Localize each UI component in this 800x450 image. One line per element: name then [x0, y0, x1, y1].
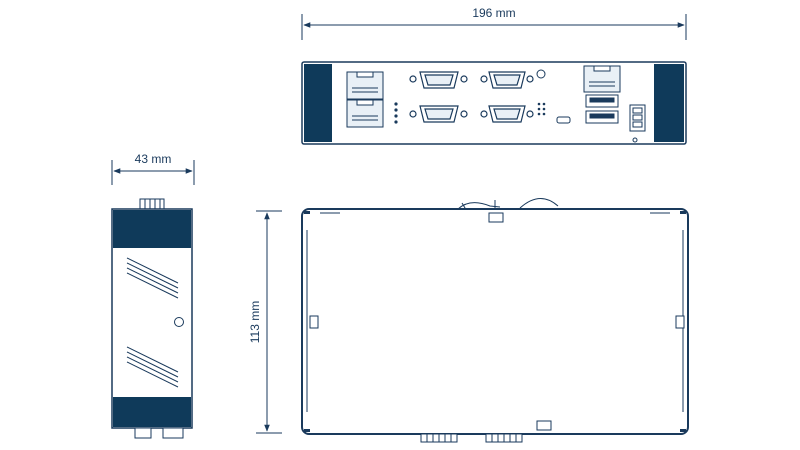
- side-view: [111, 198, 193, 439]
- height-dimension: [256, 210, 282, 434]
- right-mounting-bracket: [654, 64, 684, 142]
- vent-slots-lower: [126, 346, 179, 388]
- height-label: 113 mm: [248, 301, 262, 343]
- width-dimension: [301, 14, 687, 40]
- ethernet-port-3: [583, 65, 621, 93]
- ground-screw: [632, 137, 638, 143]
- side-bottom-connectors: [134, 427, 184, 439]
- serial-port-3: [409, 105, 468, 123]
- left-mounting-bracket: [304, 64, 332, 142]
- power-terminal-block: [629, 104, 646, 132]
- serial-port-1: [409, 71, 468, 89]
- side-top-bracket: [113, 210, 191, 248]
- status-leds-right: [537, 102, 546, 116]
- front-panel-view: [301, 61, 687, 145]
- usb-port-2: [585, 110, 619, 124]
- depth-dimension: [111, 160, 195, 185]
- ethernet-port-2: [346, 99, 384, 128]
- vent-slots-upper: [126, 257, 179, 299]
- side-screw: [174, 317, 184, 327]
- usb-port-1: [585, 94, 619, 108]
- bottom-slot: [536, 420, 552, 431]
- top-view-bottom-connectors: [420, 433, 523, 443]
- ethernet-port-1: [346, 71, 384, 100]
- right-slot: [675, 315, 685, 329]
- depth-label: 43 mm: [135, 152, 172, 166]
- serial-port-4: [480, 105, 534, 123]
- side-bottom-bracket: [113, 397, 191, 427]
- width-label: 196 mm: [472, 6, 515, 20]
- micro-usb-port: [556, 116, 571, 124]
- reset-button: [536, 69, 546, 79]
- top-slot: [488, 212, 504, 223]
- status-leds-left: [394, 102, 398, 124]
- serial-port-2: [480, 71, 534, 89]
- top-view: [301, 198, 689, 443]
- left-slot: [309, 315, 319, 329]
- top-corner-clips: [304, 211, 686, 432]
